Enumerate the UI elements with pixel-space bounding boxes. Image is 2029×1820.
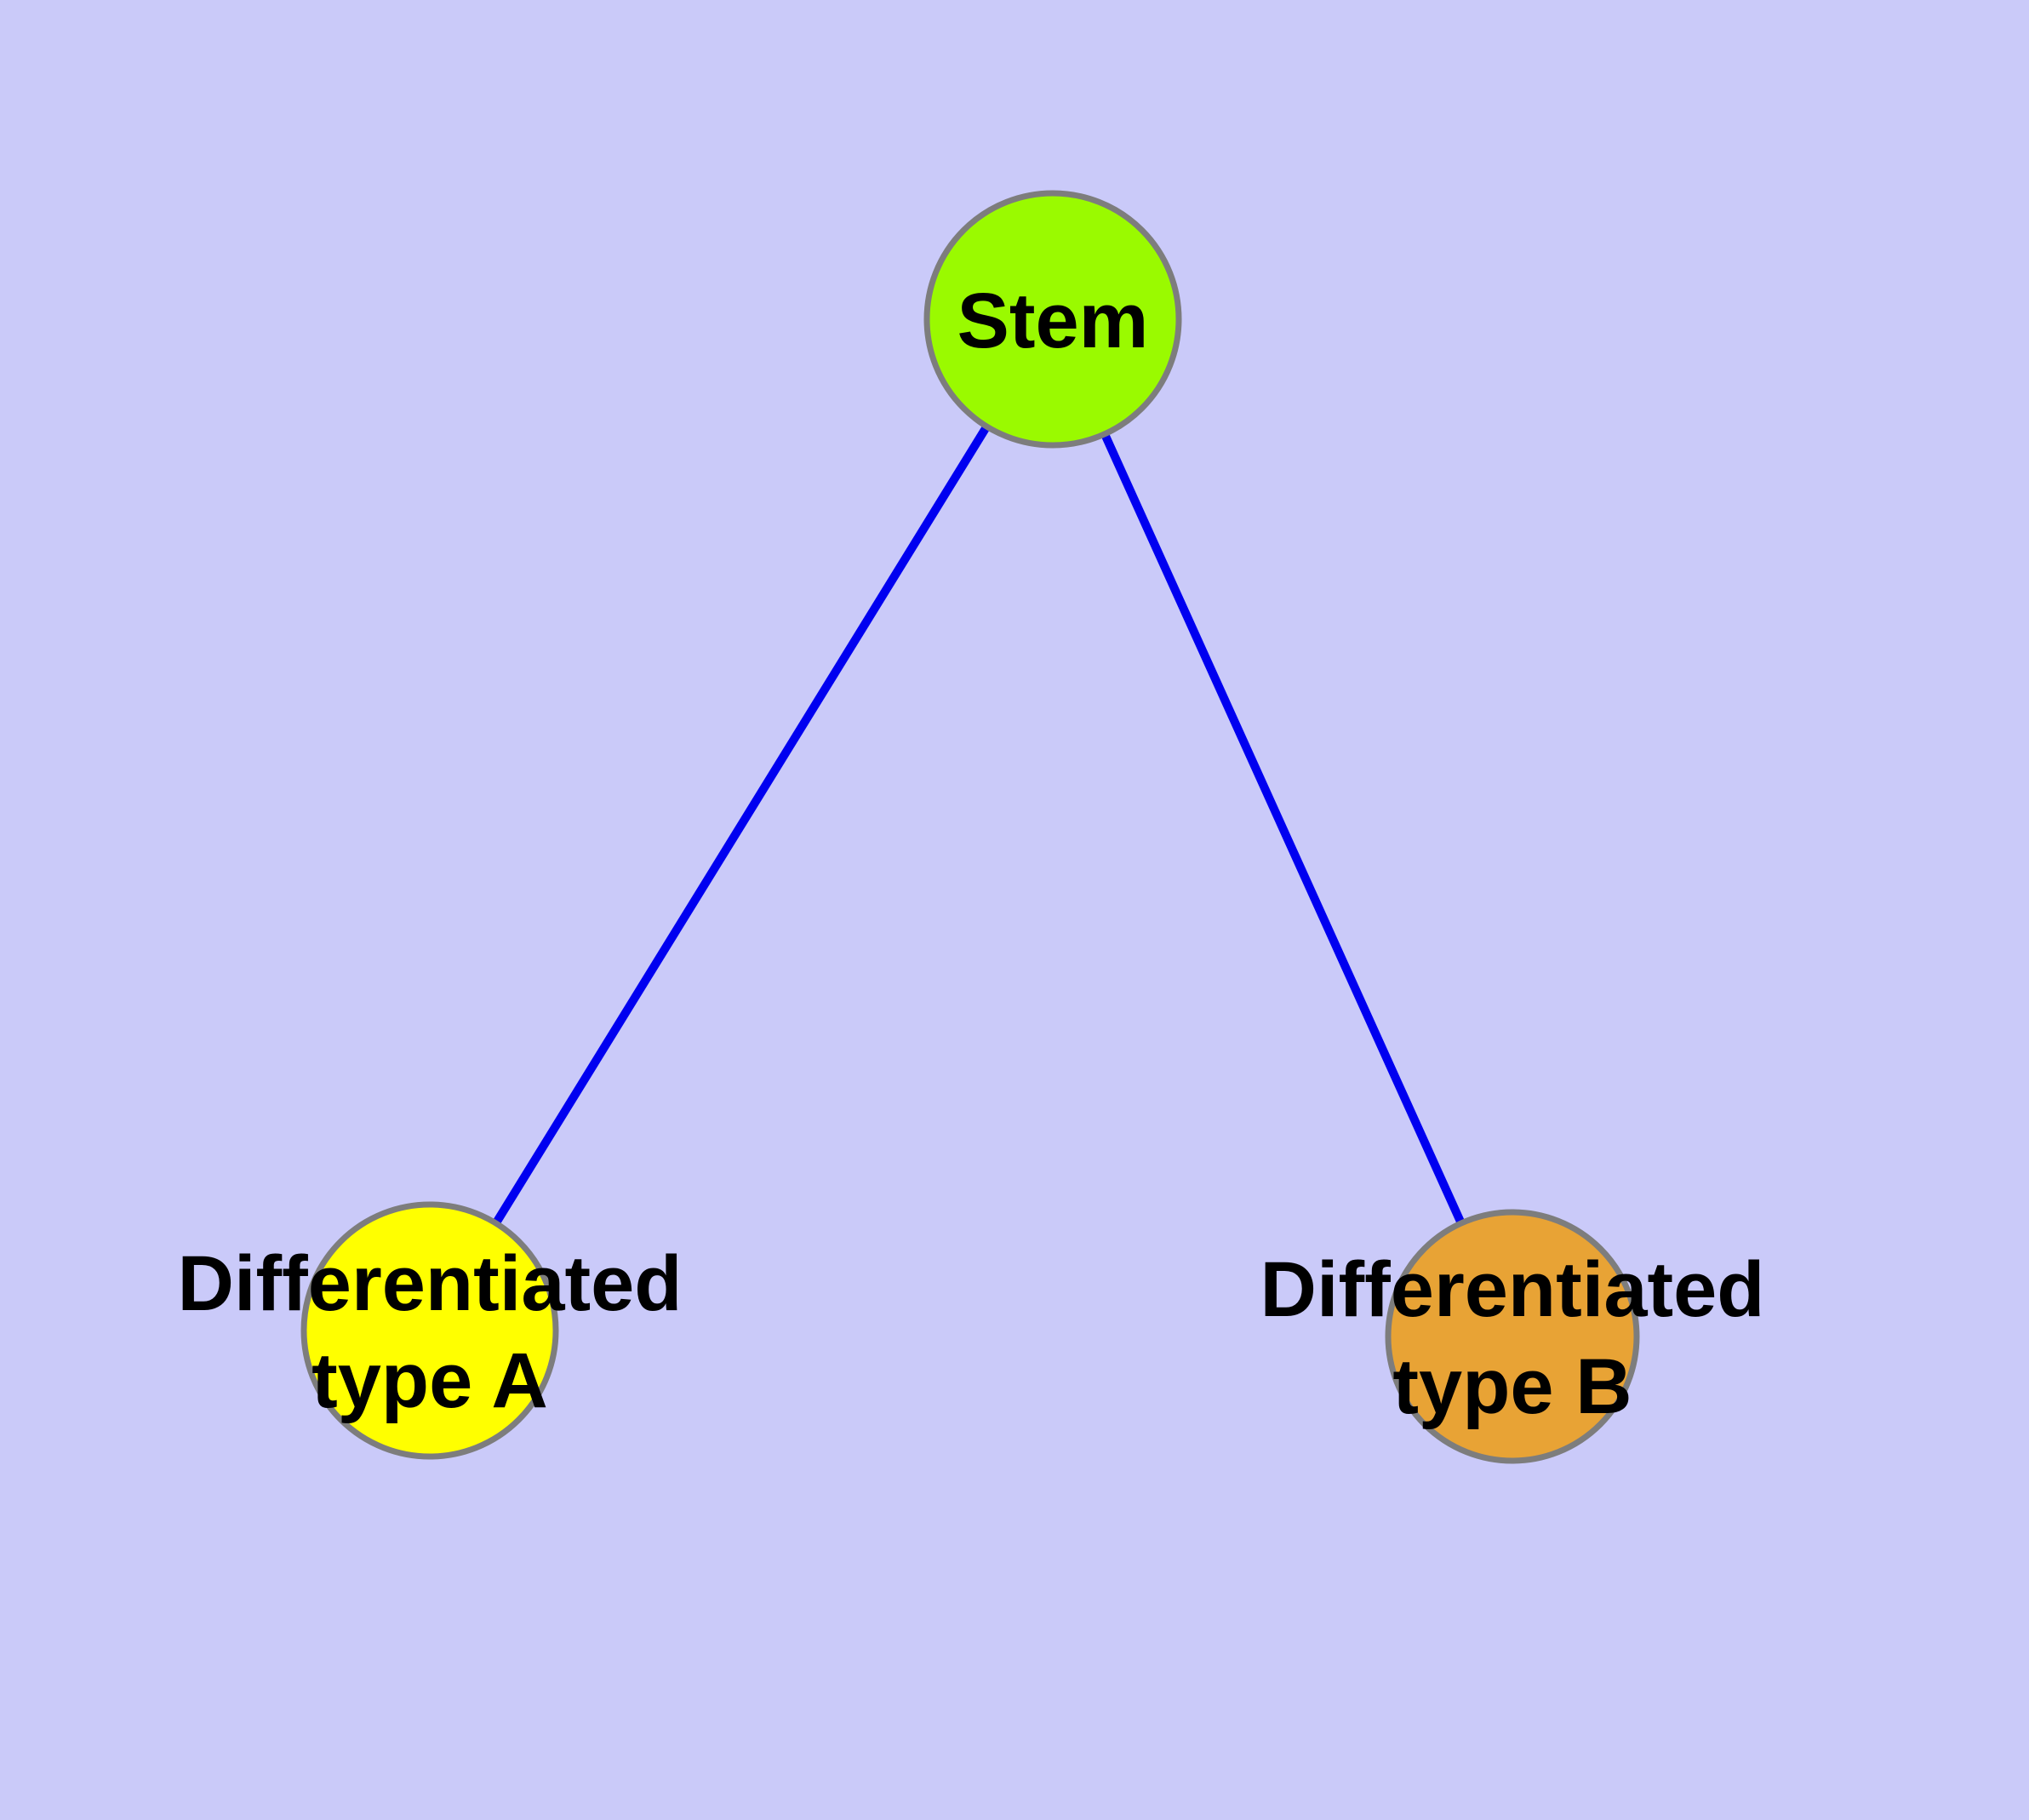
node-type-a-label-line2: type A [311, 1337, 548, 1424]
node-type-b-label-line1: Differentiated [1260, 1246, 1765, 1333]
edge-stem-to-type-a [426, 317, 1057, 1333]
edge-stem-to-type-b [1049, 317, 1517, 1339]
node-differentiated-type-b [1385, 1209, 1640, 1464]
node-differentiated-type-a [300, 1201, 559, 1460]
node-type-a-label-line1: Differentiated [178, 1240, 683, 1327]
node-stem-label: Stem [957, 278, 1149, 364]
node-type-b-label-line2: type B [1392, 1343, 1632, 1430]
node-stem [923, 190, 1182, 449]
